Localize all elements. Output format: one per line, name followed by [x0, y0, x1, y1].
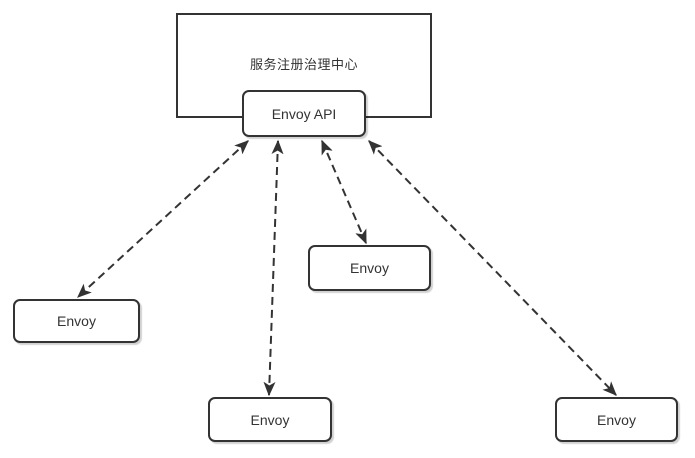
envoy-node-label: Envoy — [597, 411, 636, 428]
envoy-api-box: Envoy API — [242, 90, 366, 137]
envoy-api-label: Envoy API — [271, 105, 337, 122]
registry-center-title: 服务注册治理中心 — [249, 57, 358, 72]
envoy-node-label: Envoy — [250, 411, 290, 428]
envoy-node-bottom-right: Envoy — [555, 397, 678, 442]
envoy-node-bottom-middle: Envoy — [208, 397, 332, 442]
edge-api-to-envoy-middle — [321, 141, 367, 243]
envoy-node-label: Envoy — [57, 313, 96, 329]
envoy-node-left: Envoy — [13, 299, 140, 343]
edge-api-to-envoy-bottom-middle — [269, 141, 278, 395]
edge-api-to-envoy-left — [78, 141, 248, 297]
envoy-node-label: Envoy — [350, 260, 389, 276]
envoy-node-middle: Envoy — [308, 245, 431, 291]
